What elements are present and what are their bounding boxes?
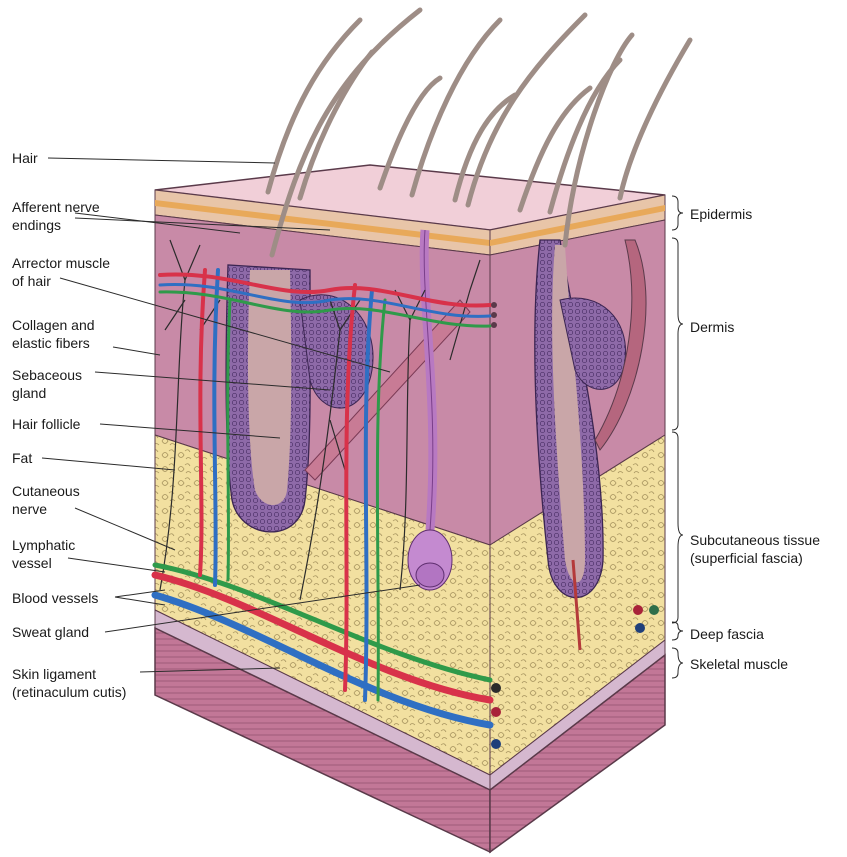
label-sweat-gland: Sweat gland — [12, 623, 89, 641]
label-subcutaneous-tissue: Subcutaneous tissue (superficial fascia) — [690, 531, 820, 567]
label-hair-follicle: Hair follicle — [12, 415, 80, 433]
label-skeletal-muscle: Skeletal muscle — [690, 655, 788, 673]
label-arrector-muscle: Arrector muscle of hair — [12, 254, 110, 290]
label-skin-ligament: Skin ligament (retinaculum cutis) — [12, 665, 126, 701]
label-dermis: Dermis — [690, 318, 734, 336]
label-fat: Fat — [12, 449, 32, 467]
label-epidermis: Epidermis — [690, 205, 752, 223]
label-sebaceous-gland: Sebaceous gland — [12, 366, 82, 402]
label-afferent-nerve-endings: Afferent nerve endings — [12, 198, 100, 234]
label-blood-vessels: Blood vessels — [12, 589, 98, 607]
label-hair: Hair — [12, 149, 38, 167]
label-deep-fascia: Deep fascia — [690, 625, 764, 643]
label-cutaneous-nerve: Cutaneous nerve — [12, 482, 80, 518]
label-collagen-elastic-fibers: Collagen and elastic fibers — [12, 316, 95, 352]
label-lymphatic-vessel: Lymphatic vessel — [12, 536, 75, 572]
layer-brackets — [672, 196, 683, 678]
